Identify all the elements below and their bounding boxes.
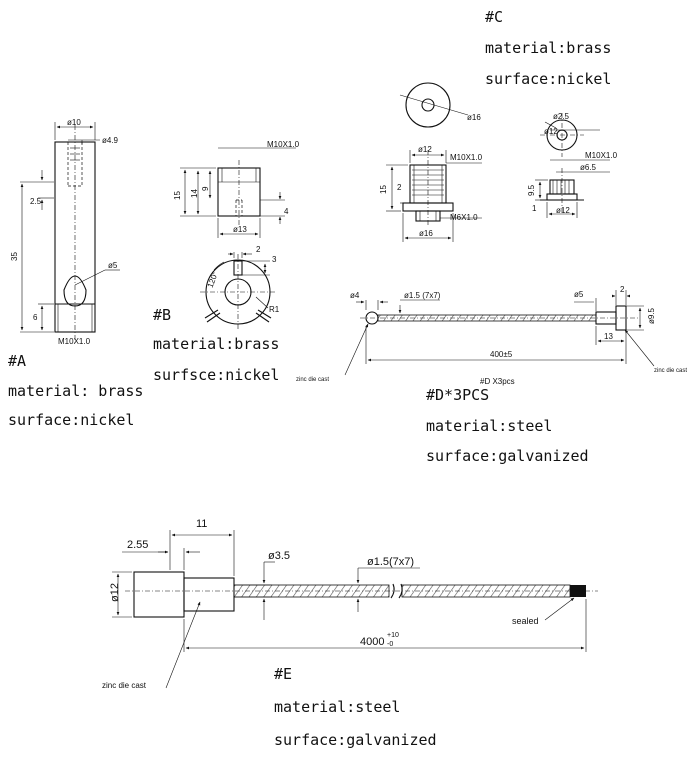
b-dim-14: 14 <box>190 189 199 198</box>
c-dim-thread: M10X1.0 <box>450 153 483 162</box>
c-dim-d12-bottom: ø12 <box>556 206 570 215</box>
part-c-drawing <box>386 82 610 242</box>
part-a-id: #A <box>8 352 26 370</box>
part-b-surface: surfsce:nickel <box>153 366 279 384</box>
c-dim-d2-5: ø2.5 <box>553 112 570 121</box>
c-dim-15: 15 <box>379 185 388 194</box>
part-a-surface: surface:nickel <box>8 411 134 429</box>
d-dim-cable: ø1.5 (7x7) <box>404 291 441 300</box>
part-c-surface: surface:nickel <box>485 70 611 88</box>
d-dim-d4: ø4 <box>350 291 360 300</box>
d-dim-13: 13 <box>604 332 613 341</box>
part-d-id: #D*3PCS <box>426 386 489 404</box>
d-dim-d9-5: ø9.5 <box>647 307 656 324</box>
part-e-material: material:steel <box>274 698 400 716</box>
e-dim-tol-lower: -0 <box>387 641 393 648</box>
c-dim-d16: ø16 <box>419 229 433 238</box>
e-dim-d3-5: ø3.5 <box>268 550 290 562</box>
d-label-qty: #D X3pcs <box>480 377 515 386</box>
c-dim-d6-5: ø6.5 <box>580 163 597 172</box>
part-c-material: material:brass <box>485 39 611 57</box>
c-dim-1: 1 <box>532 204 537 213</box>
e-dim-2-55: 2.55 <box>127 539 148 551</box>
b-dim-angle: 120° <box>206 270 220 289</box>
a-dim-thread: M10X1.0 <box>58 337 91 346</box>
part-e-id: #E <box>274 665 292 683</box>
part-e-surface: surface:galvanized <box>274 731 437 749</box>
c-dim-d12: ø12 <box>418 145 432 154</box>
c-dim-2: 2 <box>397 183 402 192</box>
c-dim-d12-right: ø12 <box>544 127 558 136</box>
part-b-material: material:brass <box>153 335 279 353</box>
a-dim-d5: ø5 <box>108 261 118 270</box>
part-d-material: material:steel <box>426 417 552 435</box>
b-dim-4: 4 <box>284 207 289 216</box>
d-label-zinc-left: zinc die cast <box>296 377 329 383</box>
e-label-sealed: sealed <box>512 616 539 626</box>
a-dim-2-5: 2.5 <box>30 197 42 206</box>
a-dim-d10: ø10 <box>67 118 81 127</box>
c-dim-d16-top: ø16 <box>467 113 481 122</box>
d-dim-2: 2 <box>620 285 625 294</box>
a-dim-35: 35 <box>10 252 19 261</box>
b-dim-r1: R1 <box>269 305 280 314</box>
part-a-drawing <box>20 122 120 345</box>
a-dim-6: 6 <box>33 313 38 322</box>
b-dim-2: 2 <box>256 245 261 254</box>
part-b-id: #B <box>153 306 171 324</box>
part-b-drawing <box>180 147 296 330</box>
c-dim-9-5: 9.5 <box>527 184 536 196</box>
e-dim-cable: ø1.5(7x7) <box>367 556 414 568</box>
b-dim-15: 15 <box>173 191 182 200</box>
part-e-drawing <box>112 530 598 689</box>
part-c-id: #C <box>485 8 503 26</box>
b-dim-3: 3 <box>272 255 277 264</box>
e-dim-length: 4000 <box>360 636 384 648</box>
part-d-drawing <box>344 290 655 376</box>
b-dim-thread: M10X1.0 <box>267 140 300 149</box>
e-dim-11: 11 <box>196 518 207 530</box>
part-d-surface: surface:galvanized <box>426 447 589 465</box>
d-label-zinc-right: zinc die cast <box>654 368 687 374</box>
d-dim-d5: ø5 <box>574 290 584 299</box>
b-dim-9: 9 <box>201 186 210 191</box>
e-dim-tol-upper: +10 <box>387 632 399 639</box>
d-dim-length: 400±5 <box>490 350 513 359</box>
c-dim-thread3: M10X1.0 <box>585 151 618 160</box>
a-dim-d49: ø4.9 <box>102 136 119 145</box>
part-a-material: material: brass <box>8 382 143 400</box>
e-label-zinc: zinc die cast <box>102 681 147 690</box>
b-dim-d13: ø13 <box>233 225 247 234</box>
c-dim-thread2: M6X1.0 <box>450 213 478 222</box>
e-dim-d12: ø12 <box>109 583 121 602</box>
